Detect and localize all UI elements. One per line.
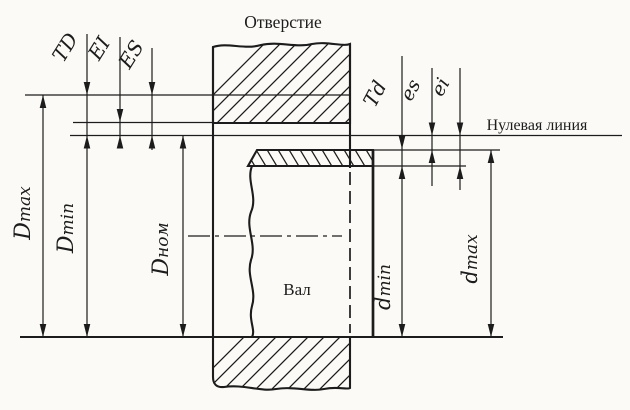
hole-upper-wall-outline (211, 42, 352, 125)
label-Dmin: Dmin (54, 203, 79, 254)
arrowheads (39, 82, 495, 337)
hole-lower-wall-hatching (213, 337, 350, 390)
hole-upper-wall (211, 42, 352, 125)
dimension-lines (42, 34, 492, 337)
reference-lines (20, 94, 622, 339)
shaft-left-break-edge (248, 165, 255, 338)
label-ei: ei (427, 74, 455, 100)
zero-line-label: Нулевая линия (487, 117, 588, 134)
shaft-strip-outline (246, 148, 375, 168)
shaft-label: Вал (283, 280, 311, 299)
label-ES: ES (113, 36, 149, 74)
label-TD: TD (47, 28, 83, 66)
label-Dmax: Dmax (11, 186, 36, 241)
label-es: es (396, 76, 425, 105)
hole-upper-wall-hatching (213, 43, 350, 124)
label-dmin: dmin (371, 264, 395, 310)
hole-lower-wall-outline (211, 337, 352, 391)
hole-title: Отверстие (244, 12, 322, 32)
label-Td: Td (358, 77, 391, 111)
label-Dnom: Dном (149, 222, 174, 276)
shaft-tolerance-strip (246, 148, 375, 168)
hole-lower-wall (211, 337, 352, 391)
label-dmax: dmax (458, 234, 482, 284)
